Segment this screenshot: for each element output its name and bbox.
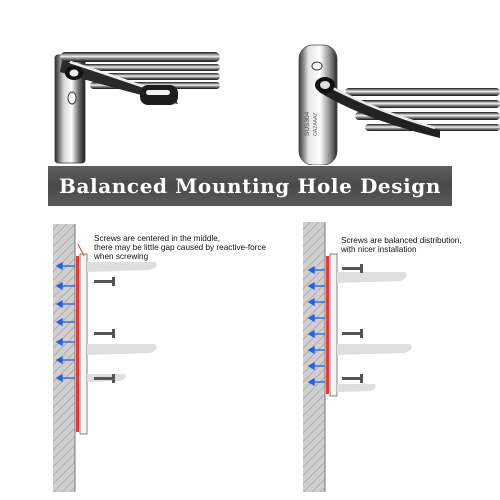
right-bracket-photo: SUS304 OAZAAAZ bbox=[255, 0, 500, 165]
left-bracket-photo bbox=[0, 0, 245, 165]
towel-rack-bracket-photo-icon: SUS304 OAZAAAZ bbox=[298, 44, 500, 165]
towel-rack-bracket-photo-icon bbox=[54, 52, 220, 164]
banner-title: Balanced Mounting Hole Design bbox=[58, 174, 442, 198]
installation-diagram-icon bbox=[53, 224, 157, 492]
feature-banner: Balanced Mounting Hole Design bbox=[48, 166, 452, 206]
left-installation-diagram: Screws are centered in the middle, there… bbox=[0, 214, 268, 494]
svg-text:OAZAAAZ: OAZAAAZ bbox=[313, 113, 319, 136]
right-installation-diagram: Screws are balanced distribution, with n… bbox=[250, 214, 500, 494]
stamp-text: SUS304 OAZAAAZ bbox=[304, 111, 319, 136]
screw-icon bbox=[94, 277, 115, 383]
svg-text:SUS304: SUS304 bbox=[304, 111, 311, 136]
left-diagram-caption: Screws are centered in the middle, there… bbox=[93, 234, 268, 261]
right-diagram-caption: Screws are balanced distribution, with n… bbox=[340, 236, 463, 254]
installation-diagram-icon bbox=[303, 222, 412, 492]
screw-icon bbox=[342, 264, 363, 383]
